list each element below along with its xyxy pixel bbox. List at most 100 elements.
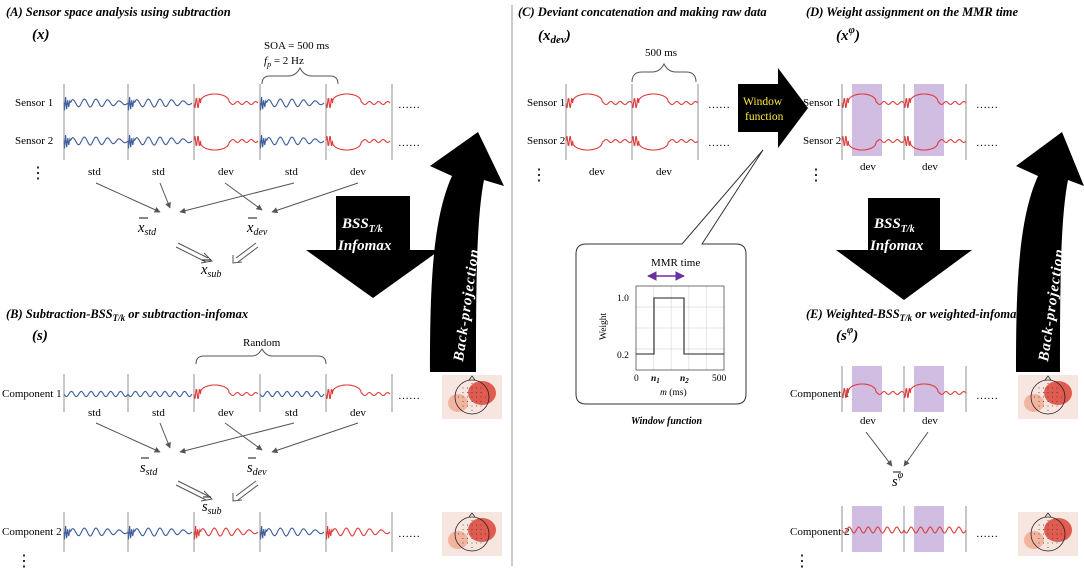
topo-electrode xyxy=(462,533,464,535)
topo-electrode xyxy=(1061,533,1062,535)
panel-e-symbol-sup: φ xyxy=(847,324,854,336)
trial-label-b-4: std xyxy=(285,407,298,419)
topo-electrode xyxy=(1056,387,1058,389)
sensor-2-trial-1-wave xyxy=(63,135,129,149)
topo-electrode xyxy=(476,401,477,402)
x-std-sub: std xyxy=(144,227,157,238)
topo-electrode xyxy=(1052,387,1053,389)
topo-electrode xyxy=(476,533,477,535)
topo-electrode xyxy=(1043,538,1044,539)
x-std-base: x xyxy=(137,220,145,236)
trial-label-d-2: dev xyxy=(922,161,938,173)
sensor-2-label-a: Sensor 2 xyxy=(15,135,53,147)
trial-separators-b1 xyxy=(63,374,393,412)
xtick-n2-base: n xyxy=(680,374,685,384)
dots-b1: …… xyxy=(398,390,420,402)
topo-nose xyxy=(1044,512,1052,518)
sensor-1-label-d: Sensor 1 xyxy=(803,97,841,109)
topo-warm-spot xyxy=(448,394,468,412)
xtick-n2-sub: 2 xyxy=(684,377,689,385)
topo-electrode xyxy=(1043,405,1044,407)
panel-e-title-main: (E) Weighted-BSS xyxy=(806,307,900,321)
topo-electrode xyxy=(476,405,477,407)
topo-electrode xyxy=(480,401,482,402)
panel-c-symbol-base: (x xyxy=(538,28,551,44)
topo-electrode xyxy=(471,396,473,398)
topo-electrode xyxy=(1038,401,1040,402)
topo-electrode xyxy=(1047,396,1049,398)
topo-electrode xyxy=(471,533,473,535)
trial-separators-b2 xyxy=(63,512,393,552)
component-2-label-e: Component 2 xyxy=(790,526,850,538)
topo-electrode xyxy=(485,533,486,535)
topo-electrode xyxy=(485,396,486,398)
bss-arrow-left xyxy=(306,196,440,298)
sensor-1-dev-1-wave-c xyxy=(565,93,633,108)
vdots-d: ⋮ xyxy=(808,167,824,184)
topo-electrode xyxy=(1052,538,1053,539)
sensor-1-waveforms-a xyxy=(63,93,391,111)
sensor-1-trial-5-wave xyxy=(325,93,391,108)
topo-electrode xyxy=(467,533,468,535)
trial-separators-e xyxy=(841,366,967,552)
panel-a-title: (A) Sensor space analysis using subtract… xyxy=(6,5,231,19)
topo-electrode xyxy=(467,392,468,393)
topo-electrode xyxy=(480,538,482,539)
topo-electrode xyxy=(1047,547,1049,548)
xlabel-unit: (ms) xyxy=(667,387,687,398)
ytick-1-0: 1.0 xyxy=(617,294,629,304)
dots-c2: …… xyxy=(708,137,730,149)
topo-electrode xyxy=(1034,396,1035,398)
component-1-trial-2-wave xyxy=(127,390,193,398)
component-2-dev-1-wave-e xyxy=(841,526,905,534)
topo-electrode xyxy=(1038,392,1040,393)
dots-e1: …… xyxy=(976,390,998,402)
panel-b-title-sub: T/k xyxy=(113,313,126,323)
topo-electrode xyxy=(1047,392,1049,393)
window-function-caption: Window function xyxy=(631,416,702,427)
topo-electrode xyxy=(480,392,482,393)
sensor-2-waveforms-a xyxy=(63,135,391,151)
s-dev-sub: dev xyxy=(253,467,267,478)
sensor-2-trial-3-wave xyxy=(193,136,259,151)
topo-electrode xyxy=(1047,529,1049,530)
sensor-1-dev-2-wave-d xyxy=(903,93,967,108)
xlabel-m: m xyxy=(660,388,667,398)
x-sub-sub: sub xyxy=(207,269,221,280)
topo-electrode xyxy=(1052,529,1053,530)
topo-head-outline xyxy=(1030,379,1066,415)
random-brace xyxy=(195,347,327,365)
topographic-map-component-2-b xyxy=(442,512,502,556)
sensor-2-label-c: Sensor 2 xyxy=(527,135,565,147)
s-std-sub: std xyxy=(146,467,159,478)
topo-electrode xyxy=(480,542,482,544)
trial-label-c-1: dev xyxy=(589,166,605,178)
dots-d1: …… xyxy=(976,99,998,111)
topo-electrode xyxy=(1047,383,1049,384)
topo-electrode xyxy=(467,524,468,526)
vdots-b: ⋮ xyxy=(16,553,32,570)
topo-electrode xyxy=(1047,401,1049,402)
sensor-1-label-a: Sensor 1 xyxy=(15,97,53,109)
topo-warm-spot xyxy=(1024,394,1044,412)
topo-warm-spot xyxy=(448,531,468,549)
topo-electrode xyxy=(476,392,477,393)
window-x-axis-label: m (ms) xyxy=(660,387,687,398)
topo-electrode xyxy=(462,401,464,402)
panel-e-symbol-end: ) xyxy=(851,328,858,344)
topo-electrode xyxy=(458,533,459,535)
topo-electrode xyxy=(1052,533,1053,535)
topo-electrode xyxy=(458,396,459,398)
vdots-e: ⋮ xyxy=(794,553,810,570)
weight-axis-label: Weight xyxy=(599,312,609,340)
component-2-trial-3-wave xyxy=(193,526,259,540)
component-1-dev-1-wave-e xyxy=(841,383,905,398)
topo-electrode xyxy=(467,542,468,544)
back-projection-arrow-right xyxy=(1016,132,1084,372)
xtick-500: 500 xyxy=(712,374,727,384)
topo-electrode xyxy=(1056,538,1058,539)
topo-electrode xyxy=(1052,405,1053,407)
component-1-dev-2-wave-e xyxy=(903,383,967,398)
topo-electrode xyxy=(467,405,468,407)
topo-electrode xyxy=(1038,533,1040,535)
